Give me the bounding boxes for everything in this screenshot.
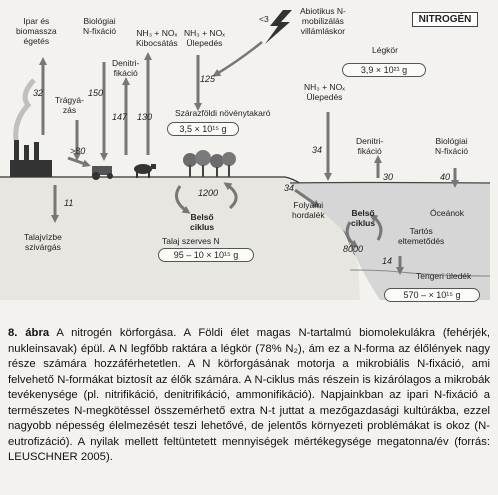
label-tragyazas: Trágyá-zás (55, 95, 84, 115)
value-130: 130 (137, 112, 153, 122)
label-talaj-szerves: Talaj szerves N (162, 236, 220, 246)
value-34b: 34 (284, 183, 295, 193)
label-tengeri: Tengeri üledék (416, 271, 472, 281)
arrow-abiotikus (212, 41, 263, 77)
ocean-surface (289, 181, 491, 184)
trees-icon (183, 150, 236, 177)
box-legkor: 3,9 × 10²¹ g (342, 63, 426, 77)
value-32: 32 (33, 88, 44, 98)
value-8000: 8000 (343, 244, 364, 254)
internal-cycle-right (345, 214, 383, 248)
value-150: 150 (88, 88, 104, 98)
factory-icon (10, 78, 52, 177)
nitrogen-cycle-diagram (0, 10, 491, 300)
value-1200: 1200 (198, 188, 219, 198)
value-14: 14 (382, 256, 393, 266)
land-surface (0, 177, 360, 300)
caption-label: 8. ábra (8, 327, 50, 339)
label-villam-lt: <3 (259, 14, 269, 24)
label-oceanok: Óceánok (430, 208, 465, 218)
value-80: >80 (70, 146, 86, 156)
box-talaj: 95 – 10 × 10¹⁵ g (158, 248, 254, 262)
caption-text: A nitrogén körforgása. A Földi élet maga… (8, 327, 490, 463)
lightning-icon (265, 10, 292, 44)
label-legkor: Légkör (372, 45, 398, 55)
tractor-icon (92, 166, 113, 180)
figure-caption: 8. ábra A nitrogén körforgása. A Földi é… (8, 326, 490, 466)
label-szarazfoldi: Szárazföldi növénytakaró (175, 108, 271, 118)
arrow-80 (67, 156, 91, 168)
diagram-title: NITROGÉN (412, 12, 478, 27)
value-11: 11 (64, 198, 74, 208)
box-tengeri: 570 – × 10¹⁵ g (384, 288, 480, 302)
value-147: 147 (112, 112, 128, 122)
value-30: 30 (383, 172, 394, 182)
arrow-folyami (294, 188, 321, 208)
label-denitri-left: Denitri-fikáció (112, 58, 140, 78)
internal-cycle-left (174, 182, 238, 214)
box-noveny: 3,5 × 10¹⁵ g (167, 122, 239, 136)
cow-icon (134, 164, 156, 178)
value-125: 125 (200, 74, 216, 84)
value-40: 40 (440, 172, 451, 182)
label-denitri-right: Denitri-fikáció (356, 136, 384, 156)
ocean (290, 183, 490, 300)
value-34a: 34 (312, 145, 323, 155)
